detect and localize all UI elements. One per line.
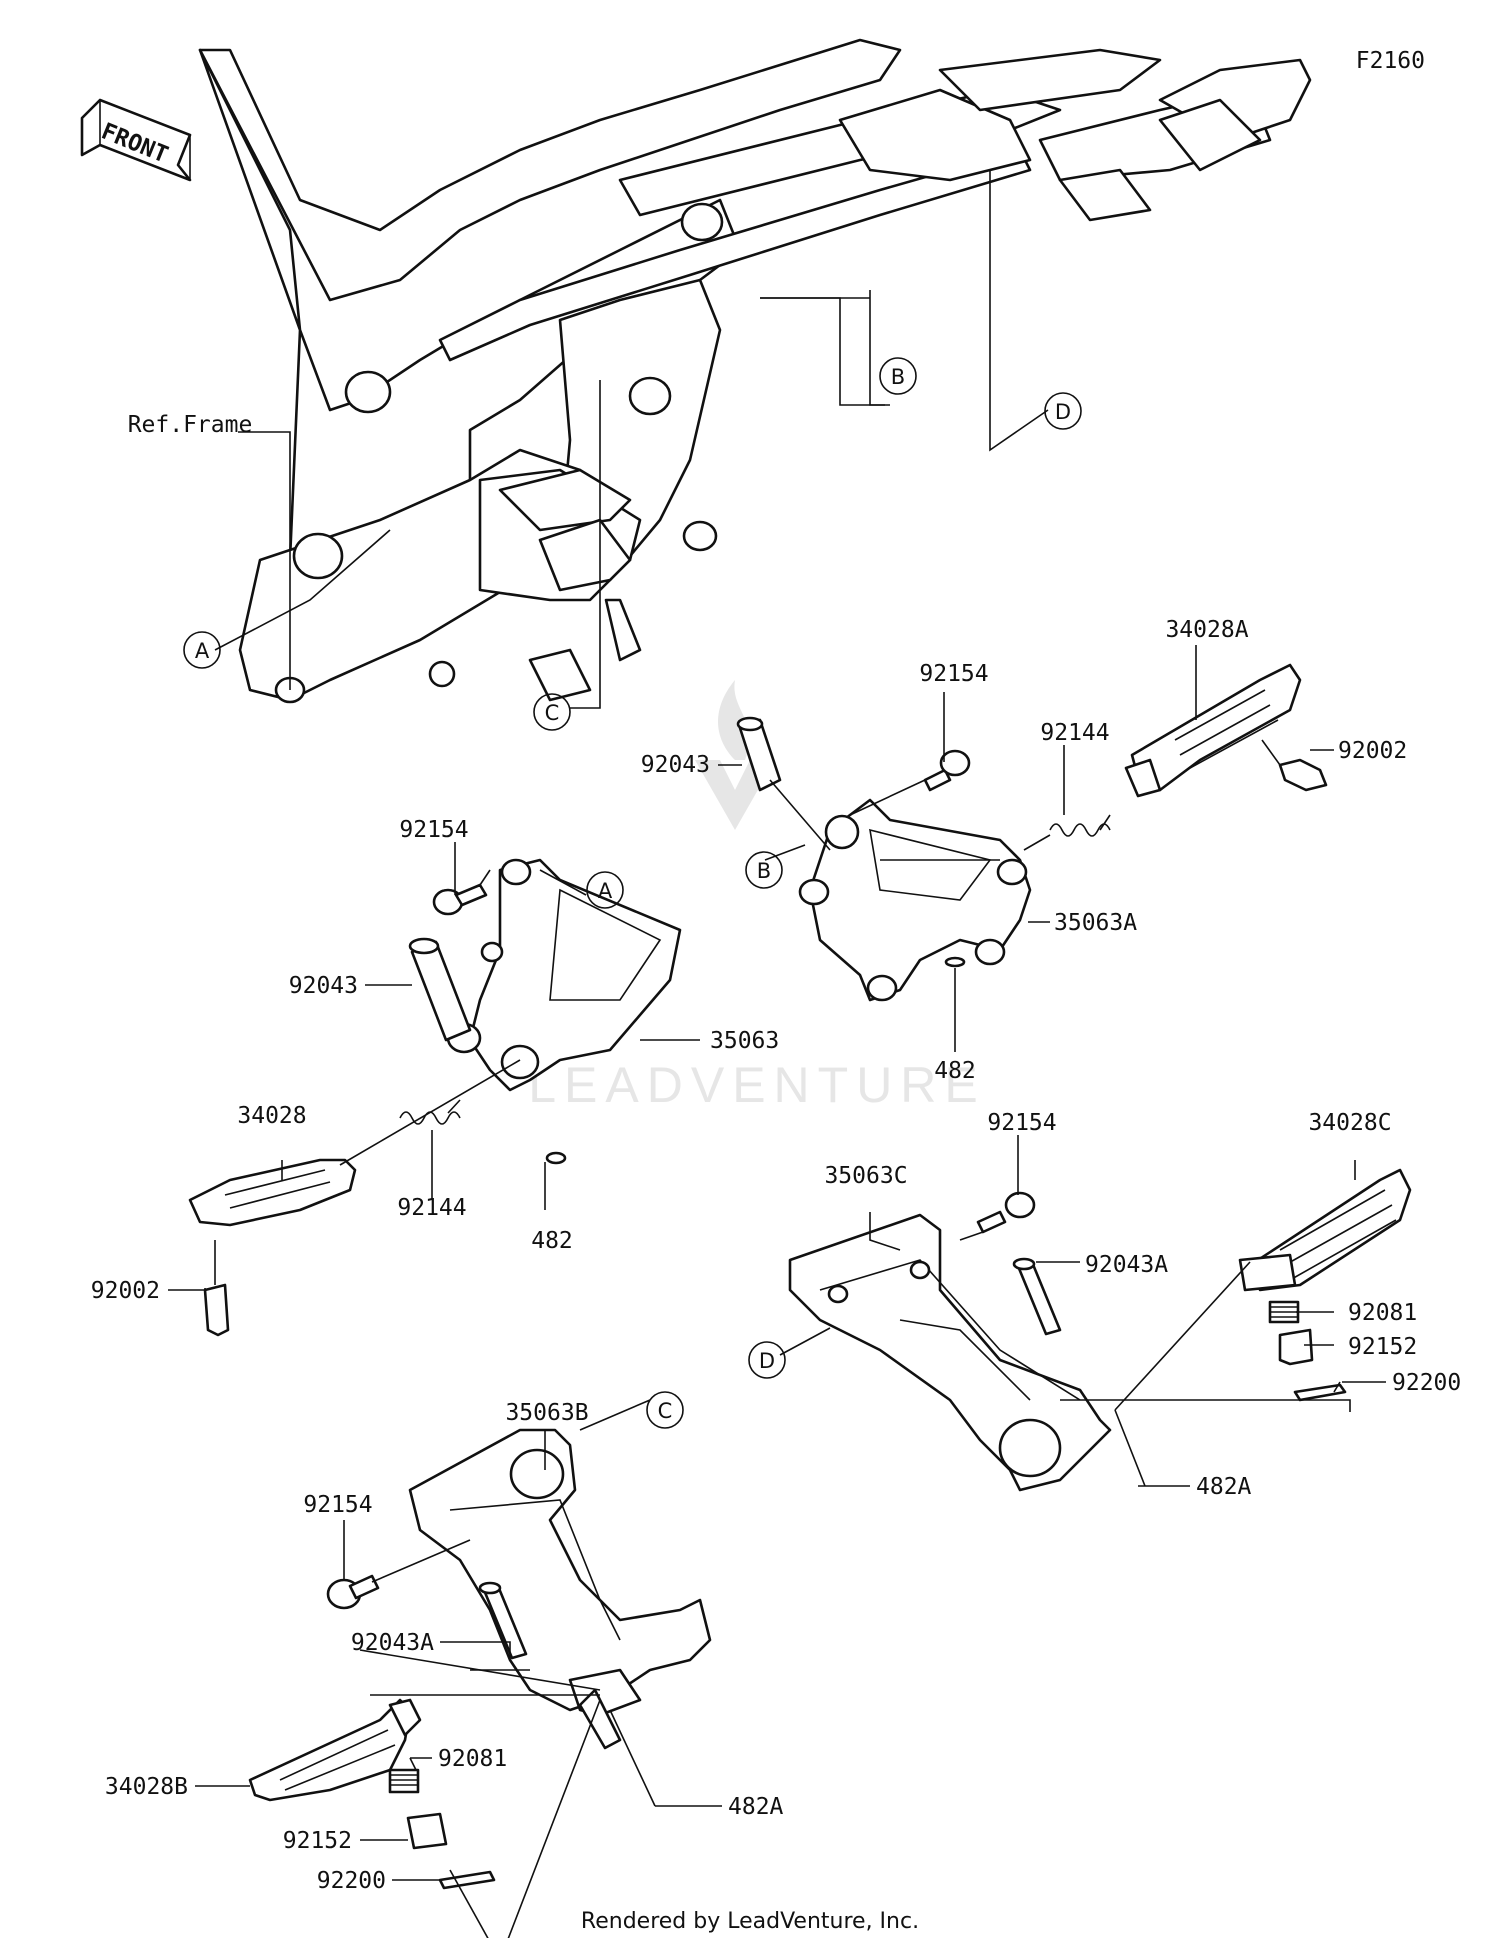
label-92043A-right: 92043A <box>1085 1252 1168 1278</box>
label-92081-left: 92081 <box>438 1746 507 1772</box>
label-34028: 34028 <box>237 1103 306 1129</box>
watermark-text: LEADVENTURE <box>528 1057 986 1113</box>
spring-92144-upper <box>1049 814 1111 837</box>
bolt-92154-left <box>432 883 488 916</box>
label-34028B: 34028B <box>105 1774 188 1800</box>
label-92002-upper: 92002 <box>1338 738 1407 764</box>
pin-92002-upper <box>1261 739 1328 792</box>
svg-text:D: D <box>1055 400 1071 424</box>
plate-92200-right <box>1293 1383 1347 1402</box>
label-92043-left: 92043 <box>289 973 358 999</box>
label-92002-left: 92002 <box>91 1278 160 1304</box>
marker-A-frame: A <box>183 631 221 669</box>
clip-482-upper <box>944 956 966 968</box>
diagram-code: F2160 <box>1356 48 1425 74</box>
label-482A-left: 482A <box>728 1794 784 1820</box>
label-92200-right: 92200 <box>1392 1370 1461 1396</box>
label-92043-upper: 92043 <box>641 752 710 778</box>
bracket-35063C <box>788 1213 1112 1492</box>
pin-92043-left <box>408 937 472 1042</box>
frame-illustration <box>198 38 1312 704</box>
marker-D-part: D <box>748 1341 786 1379</box>
footpeg-34028C <box>1238 1168 1412 1292</box>
clip-482-left <box>545 1151 567 1165</box>
svg-text:A: A <box>598 879 613 903</box>
label-92154-left: 92154 <box>399 817 468 843</box>
label-482-upper: 482 <box>934 1058 976 1084</box>
bracket-35063 <box>446 858 682 1092</box>
marker-A-part: A <box>586 871 624 909</box>
bolt-92154-upper <box>923 749 971 792</box>
front-arrow-icon: FRONT <box>80 98 192 182</box>
svg-text:C: C <box>545 701 560 725</box>
label-92043A-left-lower: 92043A <box>351 1630 434 1656</box>
footpeg-34028 <box>188 1158 357 1227</box>
label-34028C: 34028C <box>1308 1110 1391 1136</box>
bolt-92154-right <box>976 1191 1036 1234</box>
marker-C-part: C <box>646 1391 684 1429</box>
bracket-35063B <box>408 1428 712 1750</box>
bolt-92154-left-lower <box>326 1574 380 1610</box>
marker-B-frame: B <box>879 357 917 395</box>
label-35063: 35063 <box>710 1028 779 1054</box>
marker-B-part: B <box>745 851 783 889</box>
label-92144-upper: 92144 <box>1040 720 1109 746</box>
label-35063B: 35063B <box>505 1400 588 1426</box>
label-92154-right: 92154 <box>987 1110 1056 1136</box>
label-92081-right: 92081 <box>1348 1300 1417 1326</box>
footpeg-34028A <box>1124 663 1302 798</box>
label-92200-left: 92200 <box>317 1868 386 1894</box>
label-482A-right: 482A <box>1196 1474 1252 1500</box>
spring-92081-right <box>1268 1300 1300 1324</box>
label-92154-left-lower: 92154 <box>303 1492 372 1518</box>
marker-D-frame: D <box>1044 392 1082 430</box>
pin-92043A-left-lower <box>478 1581 528 1660</box>
label-92152-right: 92152 <box>1348 1334 1417 1360</box>
svg-text:A: A <box>195 639 210 663</box>
plate-92200-left <box>438 1870 496 1890</box>
watermark: LEADVENTURE <box>528 680 986 1113</box>
bracket-35063A <box>798 798 1032 1002</box>
footpeg-34028B <box>248 1698 422 1802</box>
label-482-left: 482 <box>531 1228 573 1254</box>
label-92144-left: 92144 <box>397 1195 466 1221</box>
pin-92043A-right <box>1012 1257 1062 1336</box>
pin-92043-upper <box>736 716 782 792</box>
footer-credit: Rendered by LeadVenture, Inc. <box>581 1909 919 1934</box>
svg-text:B: B <box>757 859 771 883</box>
plate-92152-right <box>1278 1328 1314 1366</box>
label-34028A: 34028A <box>1165 617 1248 643</box>
frame-label: Ref.Frame <box>128 412 253 438</box>
label-35063C: 35063C <box>824 1163 907 1189</box>
label-92154-upper: 92154 <box>919 661 988 687</box>
svg-text:D: D <box>759 1349 775 1373</box>
svg-text:C: C <box>658 1399 673 1423</box>
plate-92152-left <box>406 1812 448 1850</box>
label-35063A: 35063A <box>1054 910 1137 936</box>
pin-92002-left <box>203 1240 230 1337</box>
marker-C-frame: C <box>533 693 571 731</box>
spring-92081-left <box>388 1768 420 1794</box>
svg-text:B: B <box>891 365 905 389</box>
label-92152-left: 92152 <box>283 1828 352 1854</box>
